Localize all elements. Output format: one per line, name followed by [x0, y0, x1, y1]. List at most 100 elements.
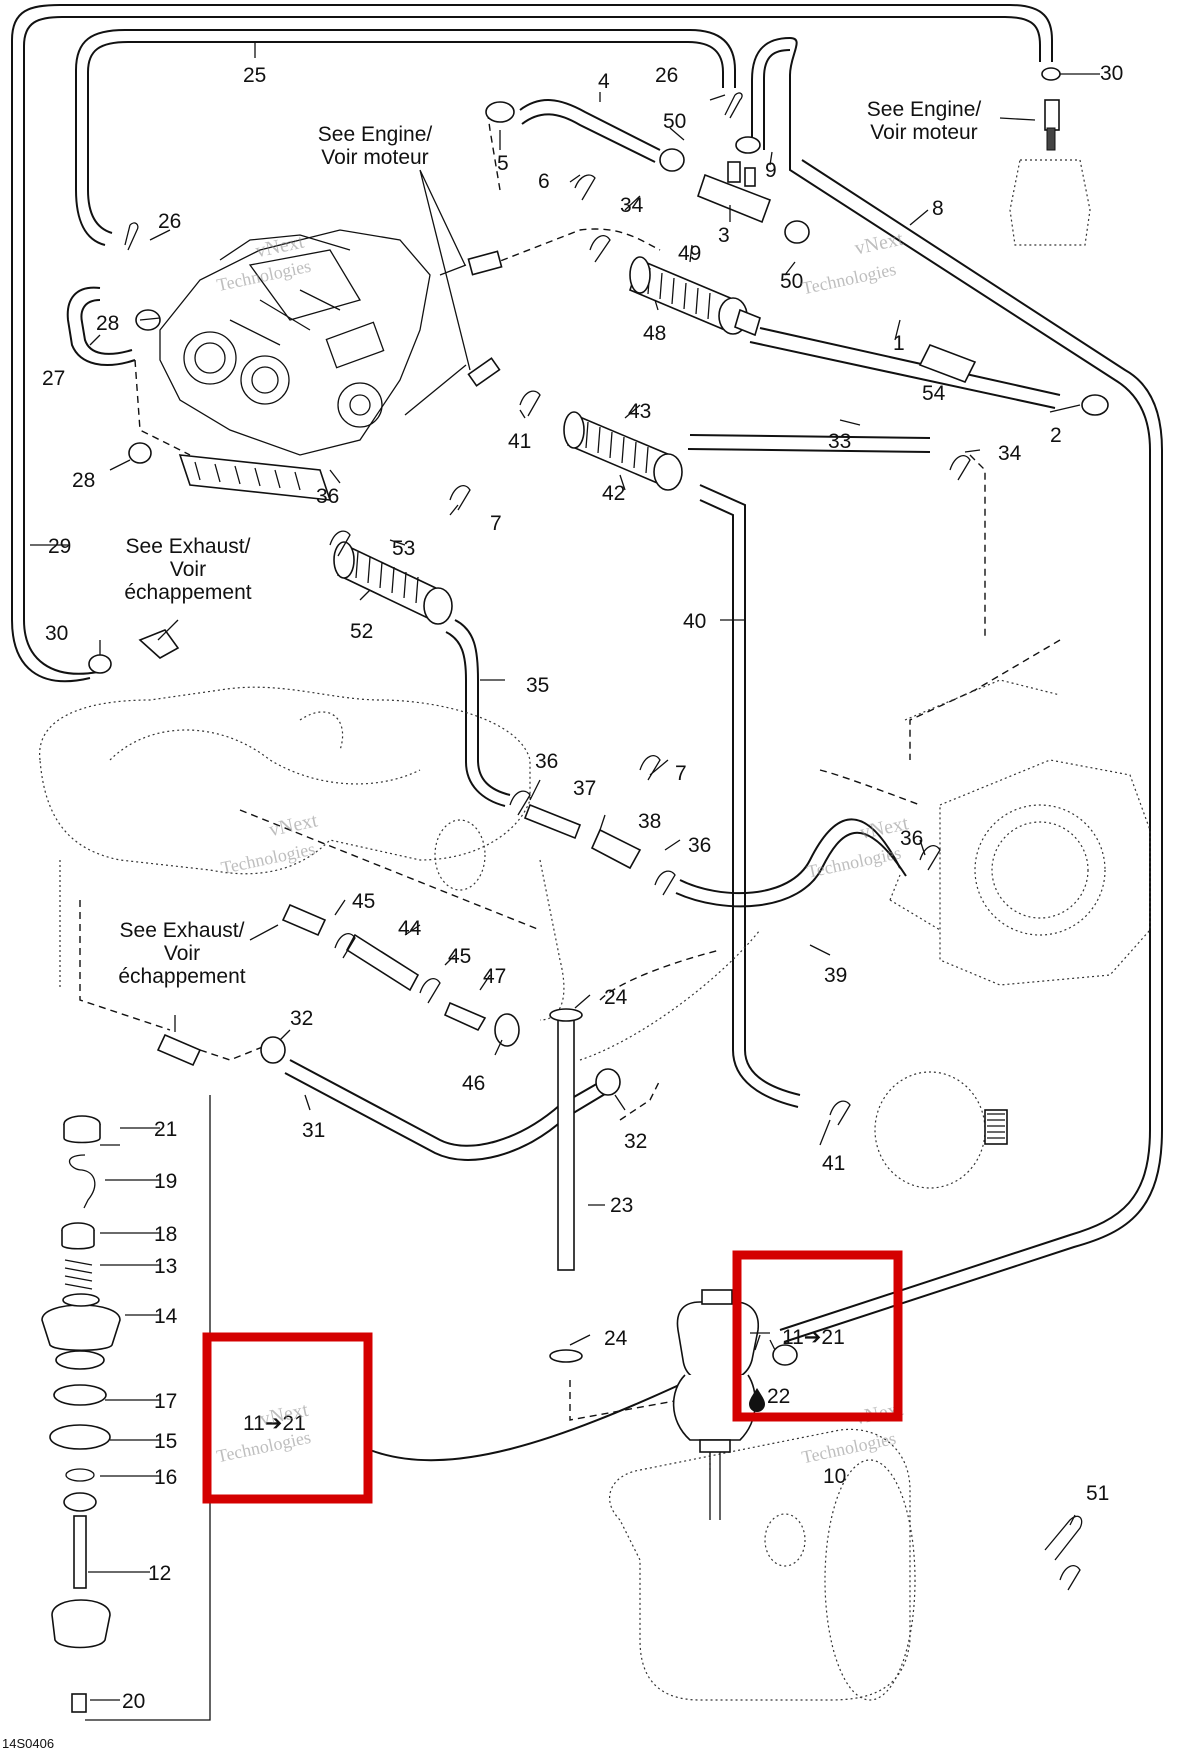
hose-network	[11, 4, 1163, 1462]
callout-17: 17	[154, 1390, 177, 1413]
callout-51: 51	[1086, 1482, 1109, 1505]
callout-16: 16	[154, 1466, 177, 1489]
callout-48: 48	[643, 322, 666, 345]
callout-10: 10	[823, 1465, 846, 1488]
fittings	[88, 67, 1109, 1591]
watermark-2-line2: Technologies	[800, 259, 898, 298]
filter-48	[629, 256, 761, 337]
callout-41b: 41	[822, 1152, 845, 1175]
filter-52	[333, 541, 453, 625]
callout-34: 34	[620, 194, 644, 217]
watermark-1-line2: Technologies	[215, 256, 313, 295]
note-see-engine-2-line2: Voir moteur	[870, 121, 977, 144]
coolant-sphere	[874, 1071, 1008, 1189]
callout-31: 31	[302, 1119, 325, 1142]
highlight-box-left	[202, 1332, 373, 1504]
watermark-4-line2: Technologies	[805, 842, 903, 881]
note-see-exhaust-1-line3: échappement	[124, 581, 251, 604]
note-see-exhaust-1-line1: See Exhaust/	[126, 535, 251, 558]
callout-44: 44	[398, 917, 422, 940]
callout-7: 7	[490, 512, 502, 535]
highlight-boxes	[202, 1250, 903, 1504]
callout-32b: 32	[624, 1130, 647, 1153]
callout-40: 40	[683, 610, 706, 633]
callout-25: 25	[243, 64, 266, 87]
callout-42: 42	[602, 482, 625, 505]
highlight-box-right	[732, 1250, 903, 1422]
callout-22: 22	[767, 1385, 790, 1408]
callout-45b: 45	[448, 945, 471, 968]
callout-24: 24	[604, 986, 628, 1009]
callout-36: 36	[316, 485, 339, 508]
callout-33: 33	[828, 430, 851, 453]
watermark-2-line1: vNext	[853, 228, 906, 260]
callout-2: 2	[1050, 424, 1062, 447]
reference-11-21-left: 11➔21	[243, 1412, 306, 1435]
figure-code: 14S0406	[2, 1736, 54, 1751]
recovery-bottle	[672, 1289, 760, 1520]
cap-assembly	[41, 1095, 211, 1721]
note-see-engine-1-line1: See Engine/	[318, 123, 433, 146]
callout-9: 9	[765, 159, 777, 182]
dashed-routing	[79, 114, 1061, 1421]
callout-19: 19	[154, 1170, 177, 1193]
callout-12: 12	[148, 1562, 171, 1585]
callout-38: 38	[638, 810, 661, 833]
filter-42	[563, 411, 683, 491]
callout-50: 50	[663, 110, 686, 133]
callout-43: 43	[628, 400, 651, 423]
callout-15: 15	[154, 1430, 177, 1453]
callout-7b: 7	[675, 762, 687, 785]
notes: See Engine/ Voir moteur See Engine/ Voir…	[118, 98, 981, 988]
leader-lines	[30, 42, 1100, 1701]
callout-23: 23	[610, 1194, 633, 1217]
callout-13: 13	[154, 1255, 177, 1278]
note-see-exhaust-2-line1: See Exhaust/	[120, 919, 245, 942]
callout-1: 1	[893, 332, 905, 355]
hull-outline	[39, 686, 761, 1061]
callout-36b: 36	[535, 750, 558, 773]
callout-4: 4	[598, 70, 610, 93]
note-see-exhaust-2-line2: Voir	[164, 942, 200, 965]
drop-icon	[749, 1388, 765, 1412]
note-see-engine-2-line1: See Engine/	[867, 98, 982, 121]
callout-28: 28	[96, 312, 119, 335]
callout-37: 37	[573, 777, 596, 800]
callout-54: 54	[922, 382, 946, 405]
callout-5: 5	[497, 152, 509, 175]
callout-24b: 24	[604, 1327, 628, 1350]
watermark-6-line2: Technologies	[800, 1428, 898, 1467]
callout-49: 49	[678, 242, 701, 265]
watermark-3-line1: vNext	[267, 809, 320, 841]
muffler-tank	[609, 1428, 916, 1701]
callout-29: 29	[48, 535, 71, 558]
callout-47: 47	[483, 965, 506, 988]
callout-52: 52	[350, 620, 373, 643]
callouts: 25 4 26 30 50 5 6 9 8 3 34 49 50 26 28 4…	[42, 62, 1123, 1713]
callout-21: 21	[154, 1118, 177, 1141]
reference-11-21-right: 11➔21	[782, 1326, 845, 1349]
callout-32: 32	[290, 1007, 313, 1030]
callout-46: 46	[462, 1072, 485, 1095]
callout-26: 26	[655, 64, 678, 87]
callout-35: 35	[526, 674, 549, 697]
callout-30b: 30	[45, 622, 68, 645]
note-see-exhaust-1-line2: Voir	[170, 558, 206, 581]
callout-27: 27	[42, 367, 65, 390]
note-see-engine-1-line2: Voir moteur	[321, 146, 428, 169]
callout-8: 8	[932, 197, 944, 220]
engine-block	[159, 229, 431, 501]
callout-18: 18	[154, 1223, 177, 1246]
callout-50b: 50	[780, 270, 803, 293]
callout-36c: 36	[688, 834, 711, 857]
watermark-3-line2: Technologies	[219, 839, 317, 878]
callout-41: 41	[508, 430, 531, 453]
watermarks: vNext Technologies vNext Technologies vN…	[215, 228, 911, 1468]
callout-26b: 26	[158, 210, 181, 233]
callout-30: 30	[1100, 62, 1123, 85]
callout-36d: 36	[900, 827, 923, 850]
callout-14: 14	[154, 1305, 178, 1328]
callout-6: 6	[538, 170, 550, 193]
note-see-exhaust-2-line3: échappement	[118, 965, 245, 988]
